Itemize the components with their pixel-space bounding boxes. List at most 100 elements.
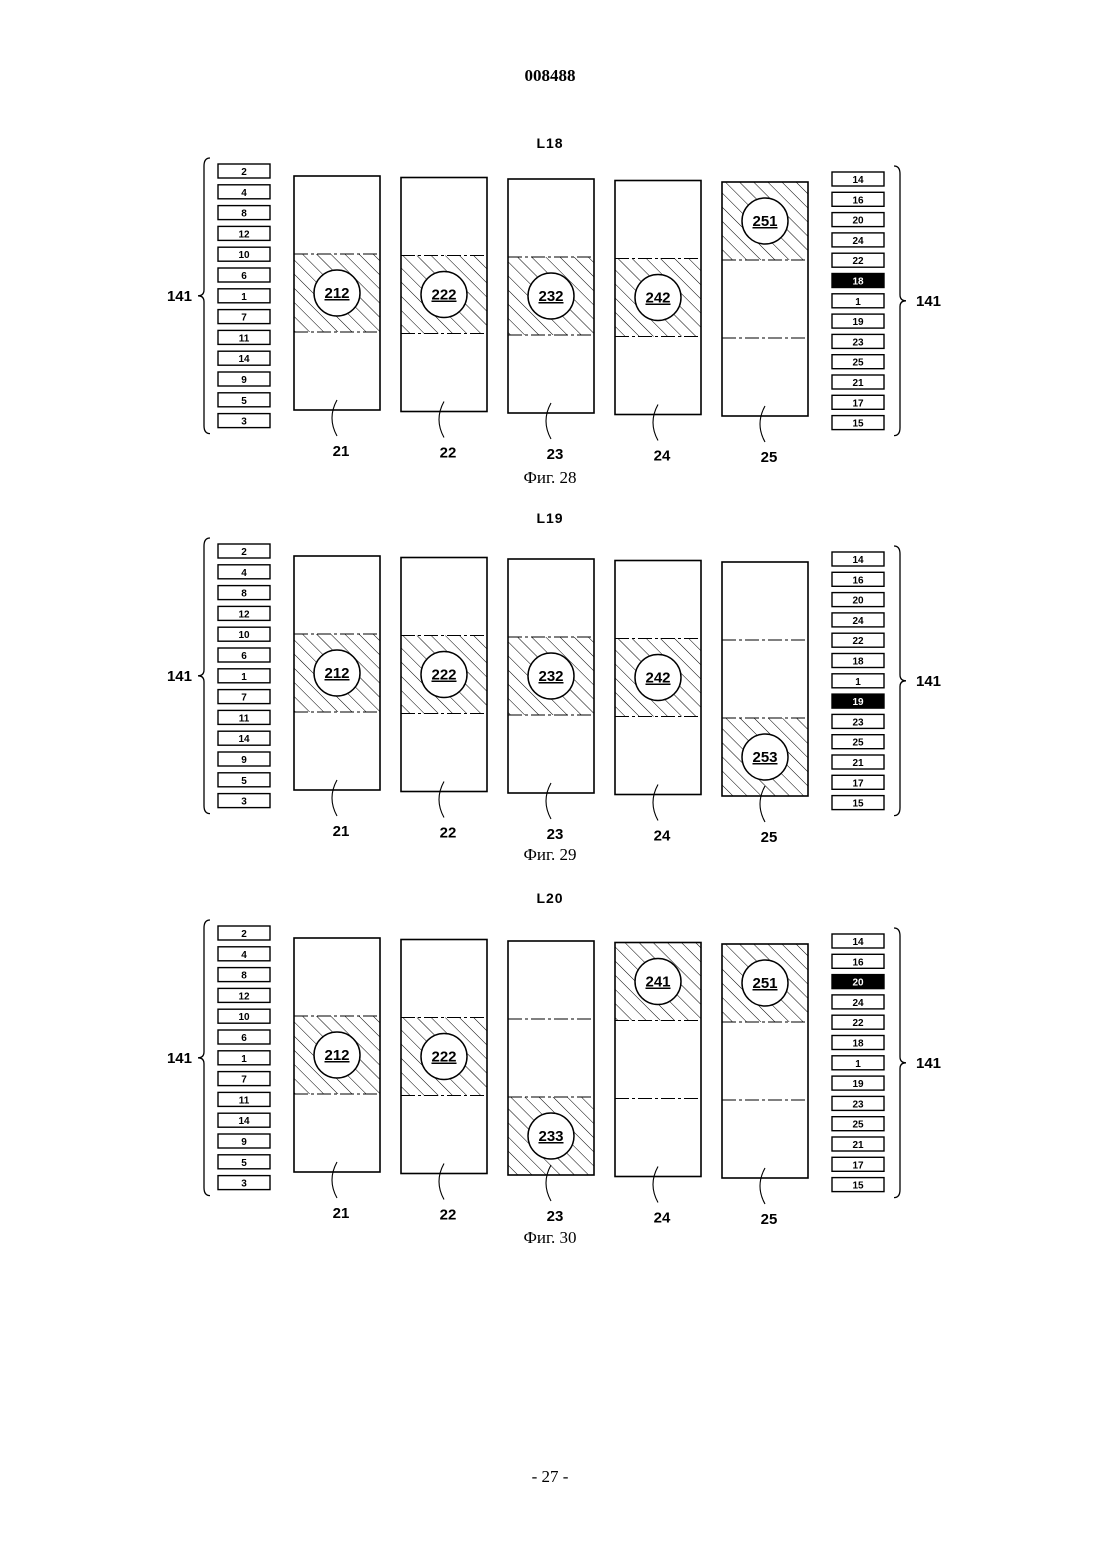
symbol-label: 10 <box>238 630 250 641</box>
symbol-label: 16 <box>852 575 864 586</box>
symbol-label: 1 <box>241 1054 247 1065</box>
reel-label: 25 <box>761 449 778 466</box>
reel-label: 21 <box>333 1205 350 1222</box>
symbol-label: 14 <box>238 1116 250 1127</box>
symbol-number: 233 <box>538 1128 563 1145</box>
symbol-label: 3 <box>241 1179 247 1190</box>
symbol-label: 18 <box>852 657 864 668</box>
symbol-label: 14 <box>852 937 864 948</box>
reel-diagram: 1412481210617111495314162024221811923252… <box>0 530 1100 850</box>
reel-label: 21 <box>333 443 350 460</box>
symbol-label: 25 <box>852 1120 864 1131</box>
symbol-label: 14 <box>852 175 864 186</box>
symbol-label: 20 <box>852 978 864 989</box>
symbol-label: 9 <box>241 1137 247 1148</box>
symbol-label: 18 <box>852 277 864 288</box>
symbol-label: 23 <box>852 337 864 348</box>
ref-label-141: 141 <box>167 288 192 305</box>
symbol-number: 212 <box>324 665 349 682</box>
symbol-label: 6 <box>241 1033 247 1044</box>
symbol-label: 2 <box>241 929 247 940</box>
document-number: 008488 <box>0 66 1100 86</box>
symbol-label: 10 <box>238 250 250 261</box>
symbol-label: 1 <box>855 297 861 308</box>
symbol-label: 3 <box>241 417 247 428</box>
symbol-number: 232 <box>538 288 563 305</box>
symbol-label: 22 <box>852 636 864 647</box>
symbol-label: 8 <box>241 971 247 982</box>
symbol-label: 1 <box>241 672 247 683</box>
right-brace <box>894 166 906 436</box>
figure-title: L19 <box>0 510 1100 526</box>
reel-diagram: 1412481210617111495314162024221811923252… <box>0 150 1100 470</box>
symbol-label: 6 <box>241 651 247 662</box>
symbol-label: 14 <box>238 734 250 745</box>
symbol-label: 23 <box>852 1099 864 1110</box>
symbol-label: 20 <box>852 216 864 227</box>
symbol-label: 20 <box>852 596 864 607</box>
ref-label-141: 141 <box>916 1055 941 1072</box>
symbol-label: 22 <box>852 256 864 267</box>
symbol-number: 222 <box>431 1049 456 1066</box>
right-brace <box>894 928 906 1198</box>
symbol-number: 222 <box>431 287 456 304</box>
symbol-number: 212 <box>324 1047 349 1064</box>
symbol-label: 22 <box>852 1018 864 1029</box>
symbol-label: 15 <box>852 419 864 430</box>
symbol-label: 11 <box>239 713 250 724</box>
symbol-label: 4 <box>241 188 247 199</box>
page-number: - 27 - <box>0 1467 1100 1487</box>
figure-caption: Фиг. 29 <box>0 845 1100 865</box>
symbol-label: 14 <box>238 354 250 365</box>
symbol-label: 24 <box>852 998 864 1009</box>
symbol-label: 11 <box>239 1095 250 1106</box>
figure-caption: Фиг. 30 <box>0 1228 1100 1248</box>
reel-label: 25 <box>761 829 778 846</box>
ref-label-141: 141 <box>167 668 192 685</box>
symbol-label: 19 <box>852 697 864 708</box>
symbol-number: 241 <box>645 974 670 991</box>
symbol-label: 15 <box>852 799 864 810</box>
symbol-label: 1 <box>855 1059 861 1070</box>
symbol-label: 15 <box>852 1181 864 1192</box>
figure-caption: Фиг. 28 <box>0 468 1100 488</box>
symbol-label: 1 <box>241 292 247 303</box>
symbol-label: 12 <box>238 609 250 620</box>
symbol-number: 222 <box>431 667 456 684</box>
symbol-number: 242 <box>645 290 670 307</box>
symbol-label: 9 <box>241 375 247 386</box>
left-brace <box>198 158 210 434</box>
symbol-number: 212 <box>324 285 349 302</box>
symbol-number: 253 <box>752 749 777 766</box>
symbol-label: 12 <box>238 229 250 240</box>
symbol-label: 4 <box>241 950 247 961</box>
symbol-label: 18 <box>852 1039 864 1050</box>
symbol-label: 5 <box>241 1158 247 1169</box>
figure-title: L18 <box>0 135 1100 151</box>
symbol-label: 24 <box>852 616 864 627</box>
reel-label: 22 <box>440 1207 457 1224</box>
symbol-number: 251 <box>752 975 777 992</box>
symbol-label: 2 <box>241 167 247 178</box>
symbol-label: 17 <box>852 778 864 789</box>
reel-label: 22 <box>440 445 457 462</box>
right-brace <box>894 546 906 816</box>
symbol-label: 7 <box>241 1075 247 1086</box>
left-brace <box>198 920 210 1196</box>
symbol-label: 21 <box>852 378 864 389</box>
reel-label: 23 <box>547 1208 564 1225</box>
symbol-label: 9 <box>241 755 247 766</box>
symbol-label: 1 <box>855 677 861 688</box>
symbol-label: 5 <box>241 396 247 407</box>
reel-label: 24 <box>654 1210 671 1227</box>
symbol-number: 242 <box>645 670 670 687</box>
symbol-label: 25 <box>852 358 864 369</box>
reel-diagram: 1412481210617111495314162024221811923252… <box>0 912 1100 1232</box>
symbol-label: 2 <box>241 547 247 558</box>
symbol-label: 19 <box>852 317 864 328</box>
symbol-label: 5 <box>241 776 247 787</box>
reel-label: 22 <box>440 825 457 842</box>
ref-label-141: 141 <box>167 1050 192 1067</box>
symbol-label: 19 <box>852 1079 864 1090</box>
reel-label: 24 <box>654 448 671 465</box>
